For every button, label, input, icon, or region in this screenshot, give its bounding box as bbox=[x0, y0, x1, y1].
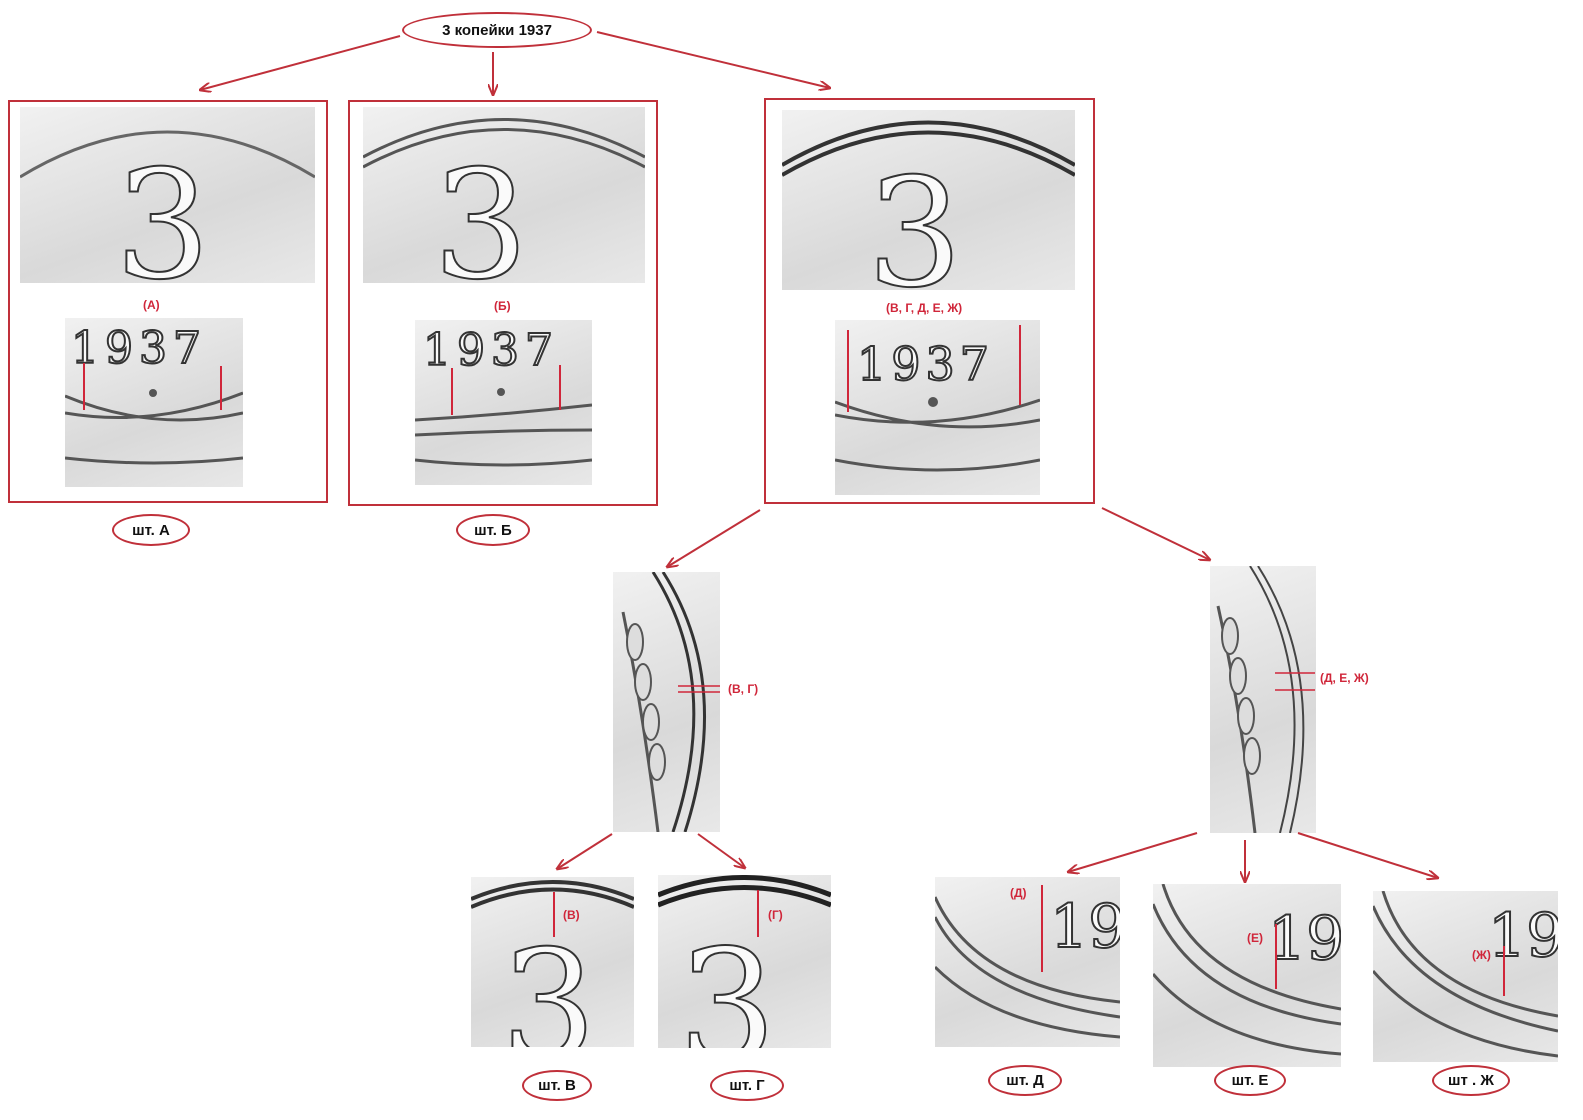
arrow-title-to-a bbox=[200, 35, 401, 90]
tag-b: (Б) bbox=[494, 299, 511, 313]
svg-text:3: 3 bbox=[433, 139, 528, 283]
photo-e: 1937 bbox=[1153, 884, 1341, 1067]
coin-top-photo-a: 3 bbox=[20, 107, 315, 283]
wheat-photo-vg bbox=[613, 572, 720, 832]
photo-d: 1937 bbox=[935, 877, 1120, 1047]
variant-v-label: шт. В bbox=[538, 1077, 576, 1094]
arrow-vg-to-g bbox=[697, 833, 745, 868]
year-photo-b: 1937 bbox=[415, 320, 592, 485]
tag-g: (Г) bbox=[768, 908, 783, 922]
svg-text:3: 3 bbox=[678, 916, 777, 1048]
variant-v-node: шт. В bbox=[522, 1070, 592, 1101]
year-photo-a: 1937 bbox=[65, 318, 243, 487]
variant-d-label: шт. Д bbox=[1006, 1072, 1044, 1089]
coin-top-photo-vgdezh: 3 bbox=[782, 110, 1075, 290]
variant-b-box bbox=[348, 100, 658, 506]
arrow-dezh-to-d bbox=[1068, 832, 1198, 872]
photo-v: 3 bbox=[471, 877, 634, 1047]
variant-zh-node: шт . Ж bbox=[1432, 1065, 1510, 1096]
svg-text:1937: 1937 bbox=[423, 325, 559, 376]
marker-lines-dezh bbox=[1275, 672, 1315, 691]
svg-text:1937: 1937 bbox=[1268, 904, 1341, 974]
variant-a-box bbox=[8, 100, 328, 503]
variant-g-label: шт. Г bbox=[729, 1077, 765, 1094]
arrow-c-to-vg bbox=[667, 509, 761, 567]
svg-text:3: 3 bbox=[501, 919, 596, 1047]
svg-text:1937: 1937 bbox=[71, 323, 207, 374]
variant-d-node: шт. Д bbox=[988, 1065, 1062, 1096]
tag-vg: (В, Г) bbox=[728, 682, 759, 696]
tag-v: (В) bbox=[563, 908, 580, 922]
tag-vgdezh: (В, Г, Д, Е, Ж) bbox=[886, 301, 963, 315]
svg-text:1937: 1937 bbox=[1488, 901, 1558, 971]
variant-e-node: шт. Е bbox=[1214, 1065, 1286, 1096]
svg-text:1937: 1937 bbox=[1050, 892, 1120, 962]
tag-a: (А) bbox=[143, 298, 160, 312]
arrow-c-to-dezh bbox=[1101, 507, 1210, 560]
variant-zh-label: шт . Ж bbox=[1448, 1072, 1494, 1089]
svg-text:1937: 1937 bbox=[857, 337, 994, 391]
title-node: 3 копейки 1937 bbox=[402, 12, 592, 48]
arrow-title-to-c bbox=[596, 31, 830, 88]
variant-g-node: шт. Г bbox=[710, 1070, 784, 1101]
variant-vgdezh-box bbox=[764, 98, 1095, 504]
tag-zh: (Ж) bbox=[1472, 948, 1491, 962]
tag-d: (Д) bbox=[1010, 886, 1027, 900]
arrow-dezh-to-zh bbox=[1297, 832, 1438, 878]
variant-b-node: шт. Б bbox=[456, 514, 530, 546]
coin-top-photo-b: 3 bbox=[363, 107, 645, 283]
photo-zh: 1937 bbox=[1373, 891, 1558, 1062]
arrow-vg-to-v bbox=[557, 833, 613, 869]
svg-text:3: 3 bbox=[867, 147, 962, 290]
svg-text:3: 3 bbox=[115, 139, 210, 283]
year-photo-vgdezh: 1937 bbox=[835, 320, 1040, 495]
photo-g: 3 bbox=[658, 875, 831, 1048]
variant-b-label: шт. Б bbox=[474, 521, 512, 539]
tag-dezh: (Д, Е, Ж) bbox=[1320, 671, 1369, 685]
variant-a-label: шт. А bbox=[132, 521, 170, 539]
variant-e-label: шт. Е bbox=[1231, 1072, 1269, 1089]
tag-e: (Е) bbox=[1247, 931, 1263, 945]
variant-a-node: шт. А bbox=[112, 514, 190, 546]
title-text: 3 копейки 1937 bbox=[442, 21, 552, 39]
wheat-photo-dezh bbox=[1210, 566, 1316, 833]
